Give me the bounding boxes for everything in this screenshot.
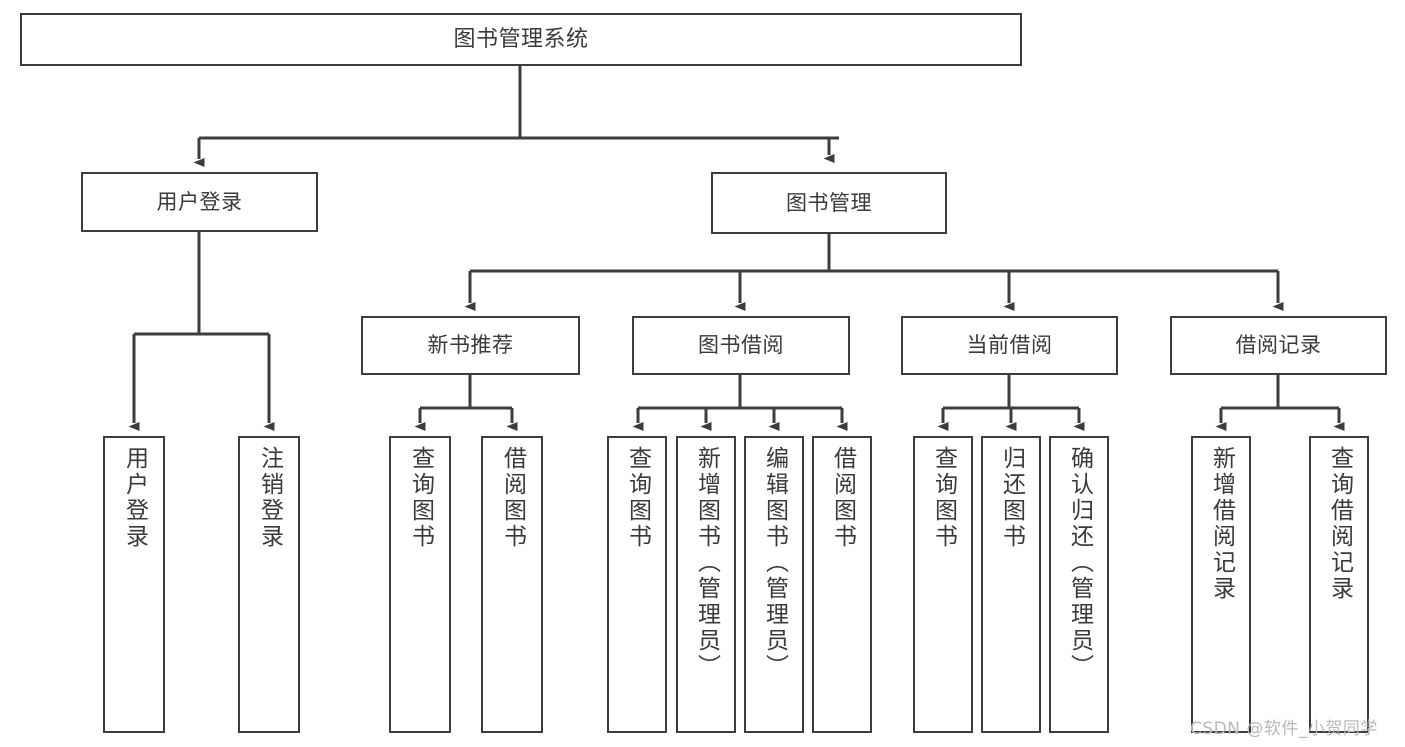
leaf-return-books[interactable]: 归还图书: [981, 436, 1041, 733]
node-label: 新增借阅记录: [1208, 446, 1235, 602]
node-user-login[interactable]: 用户登录: [81, 172, 318, 232]
node-label: 注销登录: [256, 446, 283, 550]
node-new-book-recommend[interactable]: 新书推荐: [361, 316, 580, 375]
node-label: 查询图书: [930, 446, 957, 550]
leaf-query-books-borrow[interactable]: 查询图书: [607, 436, 667, 733]
node-current-borrow[interactable]: 当前借阅: [901, 316, 1118, 375]
leaf-logout[interactable]: 注销登录: [238, 436, 300, 733]
node-label: 借阅记录: [1235, 333, 1322, 358]
node-label: 确认归还（管理员）: [1066, 446, 1093, 680]
node-root-system[interactable]: 图书管理系统: [20, 13, 1022, 66]
leaf-query-books-current[interactable]: 查询图书: [913, 436, 973, 733]
node-label: 编辑图书（管理员）: [761, 446, 788, 680]
node-borrow-records[interactable]: 借阅记录: [1170, 316, 1387, 375]
leaf-edit-book-admin[interactable]: 编辑图书（管理员）: [744, 436, 804, 733]
node-label: 用户登录: [156, 189, 243, 214]
leaf-user-login[interactable]: 用户登录: [103, 436, 165, 733]
node-label: 借阅图书: [499, 446, 526, 550]
node-label: 查询图书: [624, 446, 651, 550]
leaf-query-borrow-record[interactable]: 查询借阅记录: [1309, 436, 1369, 733]
node-book-management[interactable]: 图书管理: [711, 172, 947, 234]
leaf-add-book-admin[interactable]: 新增图书（管理员）: [676, 436, 736, 733]
leaf-borrow-books[interactable]: 借阅图书: [812, 436, 872, 733]
node-label: 图书管理: [786, 190, 872, 215]
node-label: 用户登录: [121, 446, 148, 550]
leaf-confirm-return-admin[interactable]: 确认归还（管理员）: [1049, 436, 1109, 733]
node-label: 新书推荐: [427, 333, 514, 358]
node-label: 归还图书: [998, 446, 1025, 550]
leaf-borrow-books-new[interactable]: 借阅图书: [481, 436, 543, 733]
leaf-add-borrow-record[interactable]: 新增借阅记录: [1191, 436, 1251, 733]
node-label: 图书借阅: [698, 333, 784, 358]
node-book-borrow[interactable]: 图书借阅: [632, 316, 850, 375]
node-label: 查询借阅记录: [1326, 446, 1353, 602]
node-label: 新增图书（管理员）: [693, 446, 720, 680]
node-label: 图书管理系统: [453, 26, 589, 52]
node-label: 查询图书: [407, 446, 434, 550]
leaf-query-books-new[interactable]: 查询图书: [389, 436, 451, 733]
node-label: 当前借阅: [966, 333, 1053, 358]
node-label: 借阅图书: [829, 446, 856, 550]
csdn-watermark: CSDN @软件_小贺同学: [1190, 719, 1378, 739]
